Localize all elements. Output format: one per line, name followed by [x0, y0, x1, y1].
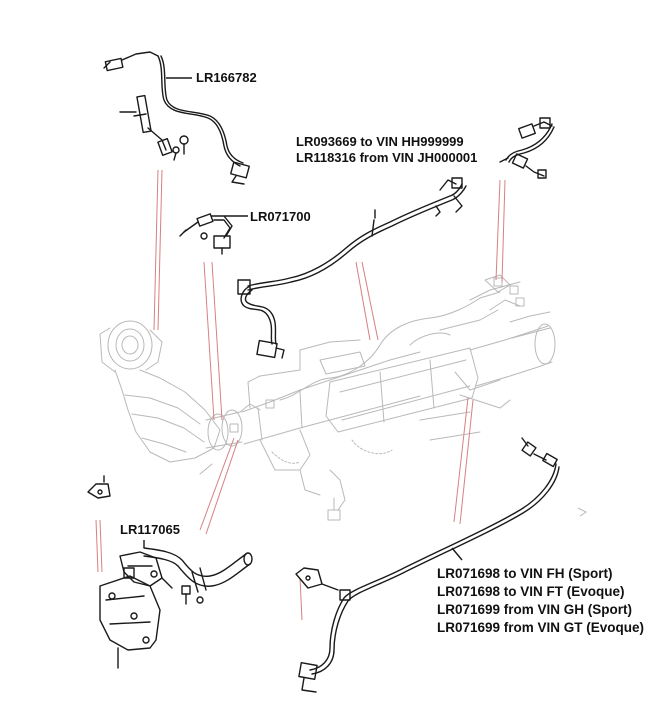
leader-lr071698: [451, 547, 463, 561]
part-lr093669-harness: [237, 177, 467, 359]
label-lr117065: LR117065: [120, 522, 180, 537]
label-lr071699-sport: LR071699 from VIN GH (Sport): [437, 602, 633, 617]
part-lr071698-sensor: [295, 437, 560, 693]
label-lr071698-evoque: LR071698 to VIN FT (Evoque): [437, 584, 625, 599]
label-lr166782: LR166782: [196, 70, 257, 85]
label-lr118316: LR118316 from VIN JH000001: [296, 150, 478, 165]
leader-lines: [95, 169, 506, 621]
edge-marker: [577, 507, 587, 517]
label-lr071698-sport: LR071698 to VIN FH (Sport): [437, 566, 613, 581]
label-lr071699-evoque: LR071699 from VIN GT (Evoque): [437, 620, 645, 635]
part-downstream-o2-sensor: [499, 117, 555, 179]
part-lr071700-sensor: [179, 213, 233, 255]
part-lr166782-sensor: [103, 51, 250, 185]
label-lr071700: LR071700: [250, 209, 311, 224]
exhaust-system-outline: [99, 274, 556, 521]
label-lr093669: LR093669 to VIN HH999999: [296, 134, 464, 149]
part-lr117065-pipe-bracket: [87, 475, 253, 669]
